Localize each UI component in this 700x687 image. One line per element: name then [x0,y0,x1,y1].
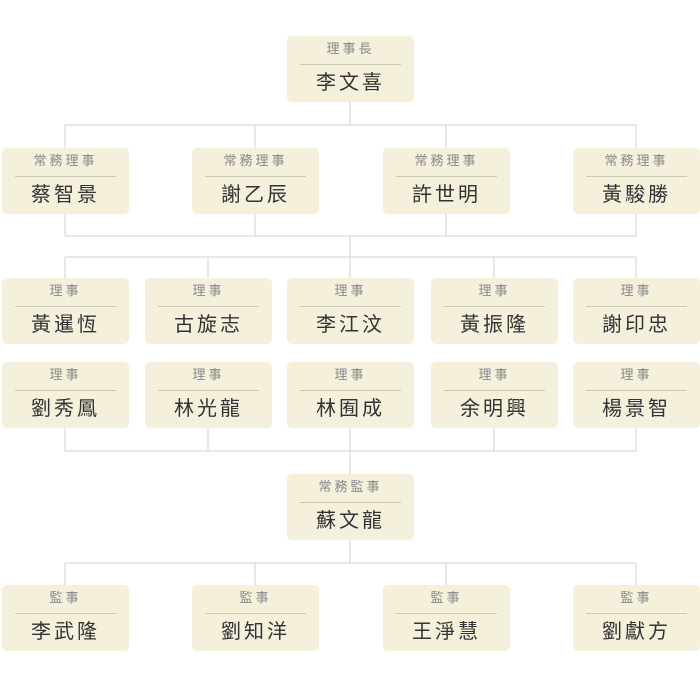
node-title: 常務理事 [604,154,669,169]
node-divider [205,176,306,177]
node-name: 古旋志 [174,312,243,336]
node-director-5: 理事 謝印忠 [573,278,700,344]
node-divider [15,390,116,391]
node-title: 監事 [620,591,653,606]
node-divider [444,390,545,391]
node-director-10: 理事 楊景智 [573,362,700,428]
node-name: 李江汶 [316,312,385,336]
node-divider [15,613,116,614]
node-name: 李武隆 [31,619,100,643]
node-supervisor-chief: 常務監事 蘇文龍 [287,474,414,540]
node-director-4: 理事 黃振隆 [431,278,558,344]
node-name: 劉秀鳳 [31,396,100,420]
node-title: 理事 [192,368,225,383]
node-title: 理事 [334,284,367,299]
node-divider [396,176,497,177]
node-title: 常務理事 [33,154,98,169]
node-exec-4: 常務理事 黃駿勝 [573,148,700,214]
node-supervisor-2: 監事 劉知洋 [192,585,319,651]
node-title: 理事 [49,368,82,383]
node-divider [300,390,401,391]
node-name: 黃振隆 [460,312,529,336]
node-title: 理事 [334,368,367,383]
node-name: 黃暹恆 [31,312,100,336]
node-divider [586,613,687,614]
node-name: 謝印忠 [602,312,671,336]
node-title: 監事 [430,591,463,606]
node-name: 李文喜 [316,70,385,94]
node-title: 理事 [620,368,653,383]
node-chairman: 理事長 李文喜 [287,36,414,102]
node-divider [586,390,687,391]
node-title: 理事 [49,284,82,299]
node-name: 黃駿勝 [602,182,671,206]
node-divider [158,390,259,391]
node-exec-1: 常務理事 蔡智景 [2,148,129,214]
node-divider [586,306,687,307]
node-divider [396,613,497,614]
node-director-1: 理事 黃暹恆 [2,278,129,344]
node-supervisor-3: 監事 王淨慧 [383,585,510,651]
node-name: 余明興 [460,396,529,420]
node-name: 王淨慧 [412,619,481,643]
node-title: 常務監事 [318,480,383,495]
node-title: 監事 [49,591,82,606]
node-exec-3: 常務理事 許世明 [383,148,510,214]
node-divider [205,613,306,614]
node-title: 理事 [192,284,225,299]
node-name: 蘇文龍 [316,508,385,532]
node-divider [158,306,259,307]
node-title: 理事 [478,368,511,383]
node-name: 林囿成 [316,396,385,420]
node-name: 許世明 [412,182,481,206]
node-divider [444,306,545,307]
node-director-3: 理事 李江汶 [287,278,414,344]
node-divider [586,176,687,177]
node-director-8: 理事 林囿成 [287,362,414,428]
node-director-7: 理事 林光龍 [145,362,272,428]
node-title: 常務理事 [414,154,479,169]
node-name: 林光龍 [174,396,243,420]
node-exec-2: 常務理事 謝乙辰 [192,148,319,214]
node-title: 監事 [239,591,272,606]
node-name: 謝乙辰 [221,182,290,206]
node-title: 理事長 [326,42,375,57]
node-director-9: 理事 余明興 [431,362,558,428]
node-divider [300,306,401,307]
node-title: 常務理事 [223,154,288,169]
node-name: 楊景智 [602,396,671,420]
node-divider [300,502,401,503]
node-title: 理事 [620,284,653,299]
node-name: 劉獻方 [602,619,671,643]
node-supervisor-4: 監事 劉獻方 [573,585,700,651]
node-divider [15,306,116,307]
node-name: 蔡智景 [31,182,100,206]
node-divider [15,176,116,177]
node-divider [300,64,401,65]
node-name: 劉知洋 [221,619,290,643]
node-director-2: 理事 古旋志 [145,278,272,344]
node-supervisor-1: 監事 李武隆 [2,585,129,651]
node-title: 理事 [478,284,511,299]
node-director-6: 理事 劉秀鳳 [2,362,129,428]
